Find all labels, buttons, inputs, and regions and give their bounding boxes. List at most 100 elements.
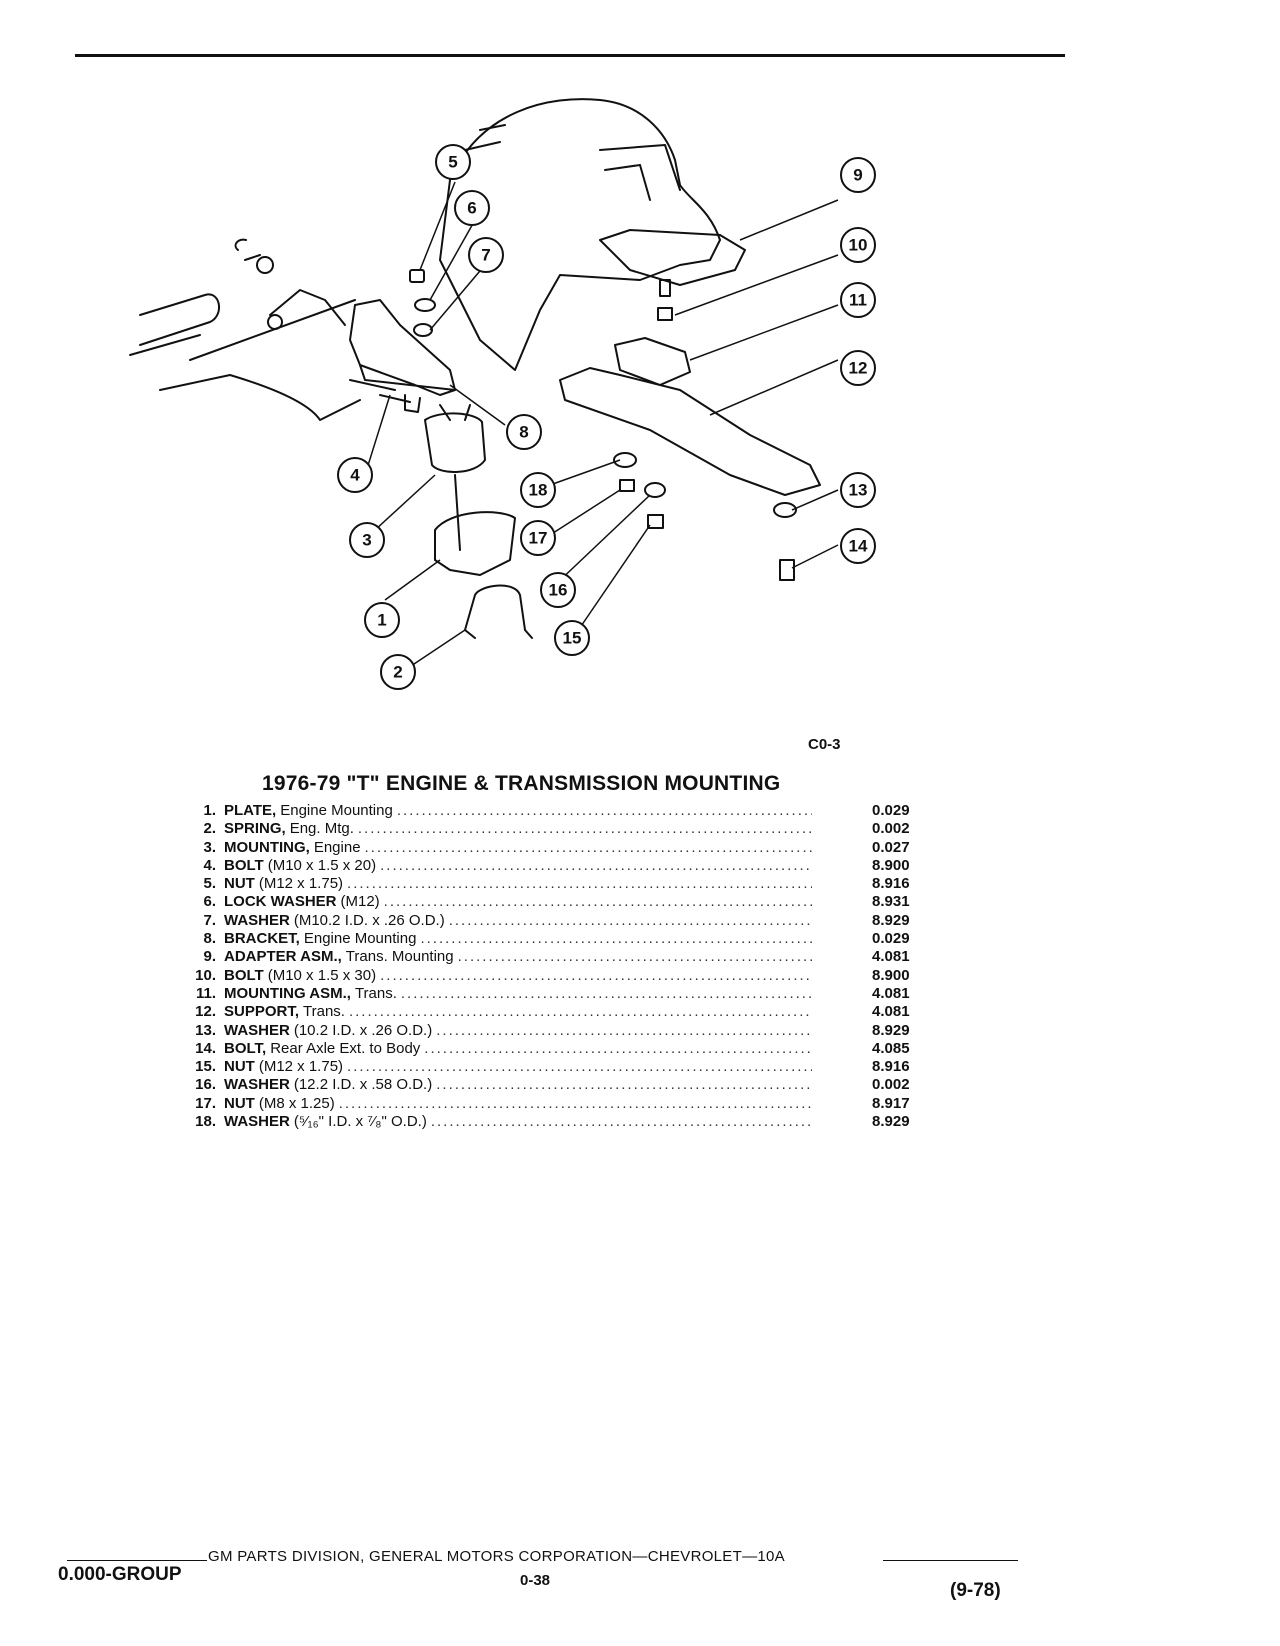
part-description: NUT(M12 x 1.75): [224, 875, 818, 893]
parts-list-row: 2.SPRING,Eng. Mtg.0.002: [170, 820, 940, 838]
trans-support: [559, 367, 821, 496]
part-number: 12.: [195, 1003, 216, 1021]
part-group-code: 4.081: [872, 948, 910, 966]
callout-14: 14: [849, 537, 868, 556]
part-number: 14.: [195, 1039, 216, 1057]
part-name: BRACKET,: [224, 930, 300, 948]
part-name: WASHER: [224, 1076, 290, 1094]
parts-list-row: 16.WASHER(12.2 I.D. x .58 O.D.)0.002: [170, 1076, 940, 1094]
part-detail: (M12 x 1.75): [258, 875, 344, 893]
part-description: PLATE,Engine Mounting: [224, 802, 818, 820]
dot-leader: [458, 948, 812, 966]
parts-list-row: 15.NUT(M12 x 1.75)8.916: [170, 1058, 940, 1076]
part-detail: Engine Mounting: [280, 802, 393, 819]
callout-4: 4: [350, 466, 360, 485]
parts-list-row: 13.WASHER(10.2 I.D. x .26 O.D.)8.929: [170, 1022, 940, 1040]
parts-list-row: 5.NUT(M12 x 1.75)8.916: [170, 875, 940, 893]
transmission-housing: [439, 98, 721, 371]
callout-6: 6: [467, 199, 476, 218]
top-rule: [75, 54, 1065, 57]
exploded-parts-diagram: 5 6 7 4 8 9 10 11 12 13 14 18 17 16 15 3…: [129, 98, 876, 690]
dot-leader: [380, 857, 812, 875]
part-description: WASHER(⁵⁄₁₆" I.D. x ⁷⁄₈" O.D.): [224, 1113, 818, 1131]
part-number: 8.: [203, 930, 216, 948]
parts-list-row: 10. BOLT(M10 x 1.5 x 30) 8.900: [170, 967, 940, 985]
part-description: WASHER(M10.2 I.D. x .26 O.D.): [224, 912, 818, 930]
part-group-code: 4.085: [872, 1039, 910, 1057]
parts-list-row: 3.MOUNTING,Engine0.027: [170, 839, 940, 857]
part-group-code: 0.029: [872, 930, 910, 948]
part-detail: (M10 x 1.5 x 20): [267, 856, 377, 874]
part-detail: (⁵⁄₁₆" I.D. x ⁷⁄₈" O.D.): [293, 1113, 427, 1131]
dot-leader: [431, 1113, 812, 1131]
group-label: 0.000-GROUP: [58, 1564, 182, 1585]
part-description: SUPPORT,Trans.: [224, 1003, 818, 1021]
part-detail: Trans.: [303, 1003, 345, 1021]
part-number: 9.: [203, 948, 216, 966]
part-detail: (M12): [340, 893, 380, 911]
dot-leader: [436, 1076, 812, 1094]
part-number: 7.: [203, 911, 216, 929]
engine-mount-plate: [434, 511, 516, 576]
part-description: ADAPTER ASM.,Trans. Mounting: [224, 948, 818, 966]
part-detail: Trans. Mounting: [345, 948, 454, 966]
driveshaft-end: [159, 299, 361, 421]
part-description: WASHER(12.2 I.D. x .58 O.D.): [224, 1076, 818, 1094]
part-name: ADAPTER ASM.,: [224, 948, 342, 966]
dot-leader: [380, 967, 812, 985]
page-number: 0-38: [520, 1572, 551, 1589]
part-group-code: 8.931: [872, 893, 910, 911]
part-group-code: 8.917: [872, 1094, 910, 1112]
part-description: SPRING,Eng. Mtg.: [224, 820, 818, 838]
part-name: LOCK WASHER: [224, 893, 337, 911]
callout-2: 2: [393, 663, 402, 682]
part-description: MOUNTING,Engine: [224, 839, 818, 857]
engine-mount: [424, 412, 486, 473]
callout-12: 12: [849, 359, 868, 378]
part-name: WASHER: [224, 1113, 290, 1131]
dot-leader: [347, 875, 812, 893]
part-description: BOLT,Rear Axle Ext. to Body: [224, 1040, 818, 1058]
part-number: 4.: [203, 856, 216, 874]
part-group-code: 4.081: [872, 984, 910, 1002]
part-group-code: 0.002: [872, 820, 910, 838]
part-group-code: 8.900: [872, 966, 910, 984]
part-name: SPRING,: [224, 820, 286, 838]
dot-leader: [358, 820, 812, 838]
part-group-code: 8.929: [872, 911, 910, 929]
part-name: MOUNTING ASM.,: [224, 984, 351, 1002]
parts-list-row: 14. BOLT,Rear Axle Ext. to Body 4.085: [170, 1040, 940, 1058]
callout-16: 16: [549, 581, 568, 600]
part-detail: Engine: [313, 838, 361, 856]
dot-leader: [349, 1003, 812, 1021]
adapter-assembly: [599, 229, 746, 286]
part-detail: Trans.: [354, 984, 397, 1002]
part-detail: Eng. Mtg.: [289, 820, 354, 838]
dot-leader: [384, 893, 812, 911]
part-group-code: 4.081: [872, 1003, 910, 1021]
dot-leader: [449, 912, 812, 930]
part-name: BOLT,: [224, 1039, 267, 1057]
part-detail: (12.2 I.D. x .58 O.D.): [293, 1076, 433, 1094]
part-number: 17.: [195, 1094, 216, 1112]
part-number: 13.: [195, 1021, 216, 1039]
part-number: 18.: [195, 1113, 216, 1131]
part-description: BOLT(M10 x 1.5 x 30): [224, 967, 818, 985]
dot-leader: [420, 930, 812, 948]
part-detail: Engine Mounting: [303, 930, 417, 948]
part-name: WASHER: [224, 911, 290, 929]
part-group-code: 0.002: [872, 1076, 910, 1094]
parts-list-row: 1.PLATE,Engine Mounting0.029: [170, 802, 940, 820]
part-number: 6.: [203, 893, 216, 911]
callout-18: 18: [529, 481, 548, 500]
dot-leader: [339, 1095, 812, 1113]
dot-leader: [424, 1040, 812, 1058]
part-group-code: 8.916: [872, 1058, 910, 1076]
part-detail: (M10 x 1.5 x 30): [267, 966, 377, 984]
part-name: BOLT: [224, 966, 264, 984]
part-number: 10.: [195, 966, 216, 984]
parts-list-row: 17.NUT(M8 x 1.25)8.917: [170, 1095, 940, 1113]
callout-8: 8: [519, 423, 528, 442]
parts-list-row: 11.MOUNTING ASM.,Trans.4.081: [170, 985, 940, 1003]
part-name: BOLT: [224, 856, 264, 874]
